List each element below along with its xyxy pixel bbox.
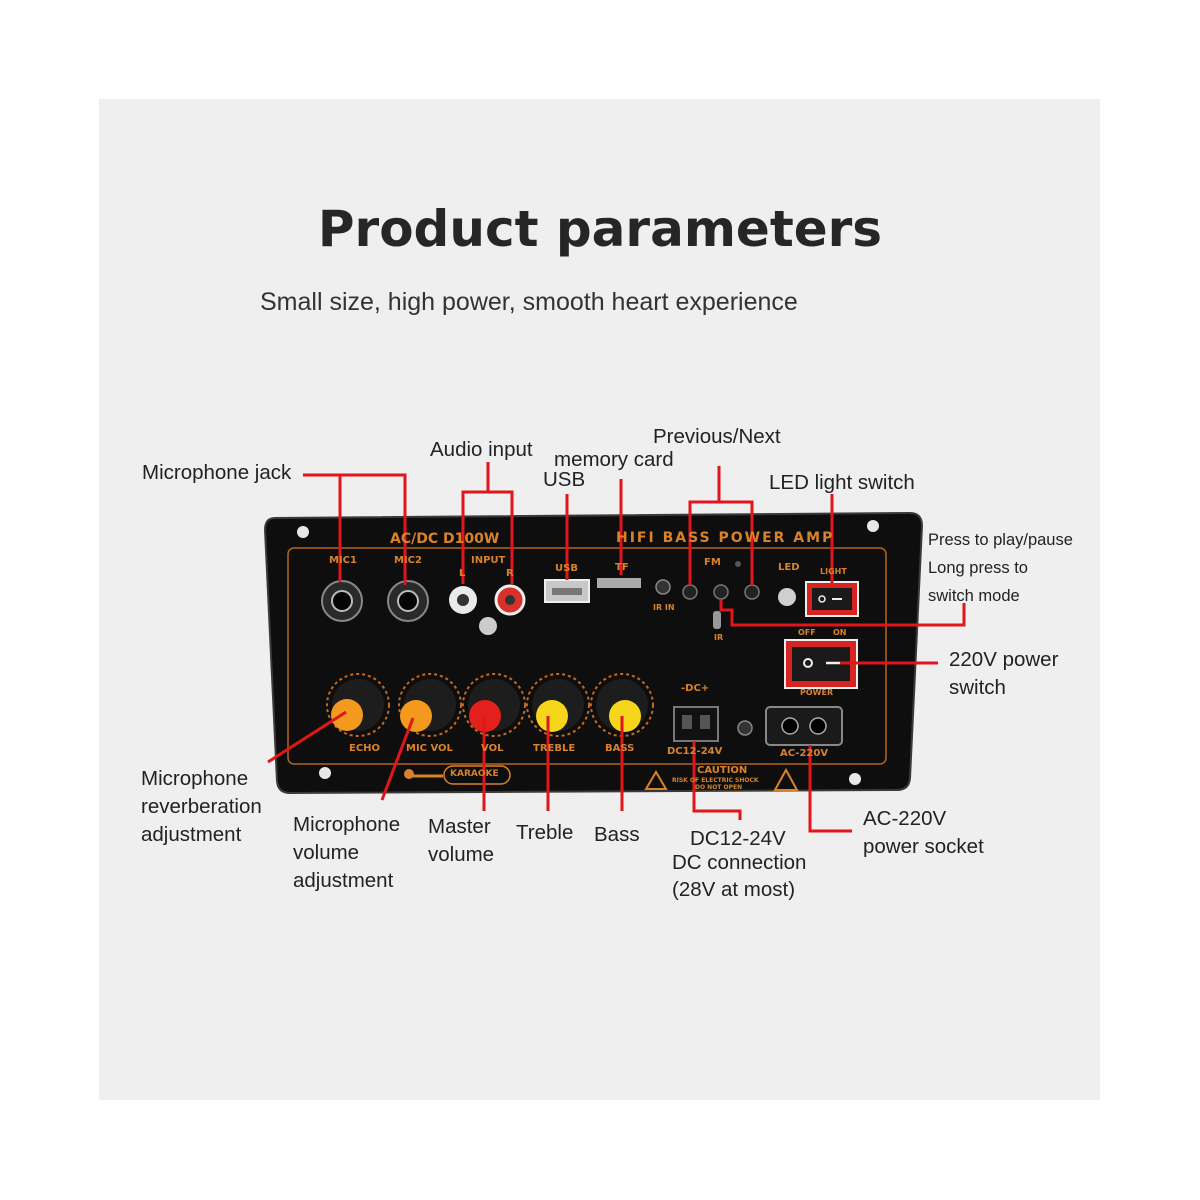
vol-knob-icon [462, 673, 526, 737]
board-model: AC/DC D100W [390, 531, 500, 547]
label-master-volume-2: volume [428, 843, 495, 866]
fm-indicator-icon [735, 561, 741, 567]
board-tf: TF [615, 562, 629, 573]
label-dc-1: DC12-24V [690, 827, 786, 850]
label-mic-volume-3: adjustment [293, 869, 394, 892]
page-subtitle: Small size, high power, smooth heart exp… [260, 288, 798, 316]
mic-vol-knob-icon [398, 673, 462, 737]
label-power-switch-2: switch [949, 676, 1006, 699]
label-previous-next: Previous/Next [653, 425, 781, 448]
board-caution-sub2: DO NOT OPEN [695, 784, 743, 791]
board-ir: IR [714, 633, 724, 642]
board-power: POWER [800, 688, 834, 697]
tf-slot-icon [597, 578, 641, 588]
label-mic-reverb-2: reverberation [141, 795, 262, 818]
label-power-switch-1: 220V power [949, 648, 1059, 671]
callout-lines [267, 462, 966, 833]
led-indicator-icon [778, 588, 796, 606]
board-mic1: MIC1 [329, 555, 357, 566]
label-mic-volume-1: Microphone [293, 813, 401, 836]
label-mic-reverb-3: adjustment [141, 823, 242, 846]
board-caution-sub: RISK OF ELECTRIC SHOCK [672, 777, 759, 784]
board-input-r: R [506, 568, 514, 579]
ground-screw-icon [479, 617, 497, 635]
label-led-light-switch: LED light switch [769, 471, 915, 494]
ac-socket-icon [765, 706, 843, 746]
mic2-jack-icon [387, 580, 429, 622]
label-ac-1: AC-220V [863, 807, 947, 830]
label-press-play-1: Press to play/pause [928, 531, 1073, 549]
label-dc-2: DC connection [672, 851, 807, 874]
label-master-volume-1: Master [428, 815, 491, 838]
board-treble: TREBLE [533, 743, 576, 754]
board-echo: ECHO [349, 743, 381, 754]
board-usb: USB [555, 563, 578, 574]
label-press-play-2: Long press to [928, 559, 1028, 577]
screw-holes [297, 520, 879, 785]
board-mic-vol: MIC VOL [406, 743, 453, 754]
karaoke-badge-icon [404, 765, 511, 785]
board-light: LIGHT [820, 567, 847, 576]
page-title: Product parameters [317, 200, 883, 258]
label-microphone-jack: Microphone jack [142, 461, 292, 484]
label-press-play-3: switch mode [928, 587, 1020, 605]
next-button-icon [744, 584, 760, 600]
ir-in-icon [655, 579, 671, 595]
board-bass: BASS [605, 743, 635, 754]
caution-triangle-icon [644, 767, 799, 791]
board-mic2: MIC2 [394, 555, 422, 566]
board-karaoke: KARAOKE [450, 769, 499, 779]
label-mic-volume-2: volume [293, 841, 360, 864]
board-dc-polarity: -DC+ [681, 683, 710, 694]
mic1-jack-icon [321, 580, 363, 622]
label-bass: Bass [594, 823, 640, 846]
board-dc-label: DC12-24V [667, 746, 723, 757]
label-treble: Treble [516, 821, 574, 844]
board-name: HIFI BASS POWER AMP [616, 530, 835, 546]
board-on: ON [833, 628, 847, 637]
board-off: OFF [798, 628, 816, 637]
label-usb: USB [543, 468, 586, 491]
board-led: LED [778, 562, 800, 573]
board-ac-label: AC-220V [780, 748, 829, 759]
label-audio-input: Audio input [430, 438, 533, 461]
rca-left-icon [449, 586, 477, 614]
board-frame [287, 547, 887, 765]
board-fm: FM [704, 557, 721, 568]
prev-button-icon [682, 584, 698, 600]
rca-right-icon [494, 584, 526, 616]
play-button-icon [713, 584, 729, 600]
bass-knob-icon [590, 673, 654, 737]
label-dc-3: (28V at most) [672, 878, 796, 901]
board-vol: VOL [481, 743, 504, 754]
board-input: INPUT [471, 555, 506, 566]
board-caution: CAUTION [697, 765, 748, 776]
treble-knob-icon [526, 673, 590, 737]
board-ir-in: IR IN [653, 603, 675, 612]
ir-sensor-icon [713, 611, 721, 629]
dc-connector-icon [673, 706, 719, 742]
label-memory-card: memory card [554, 448, 674, 471]
label-mic-reverb-1: Microphone [141, 767, 249, 790]
board-input-l: L [459, 568, 466, 579]
label-ac-2: power socket [863, 835, 984, 858]
echo-knob-icon [326, 673, 390, 737]
